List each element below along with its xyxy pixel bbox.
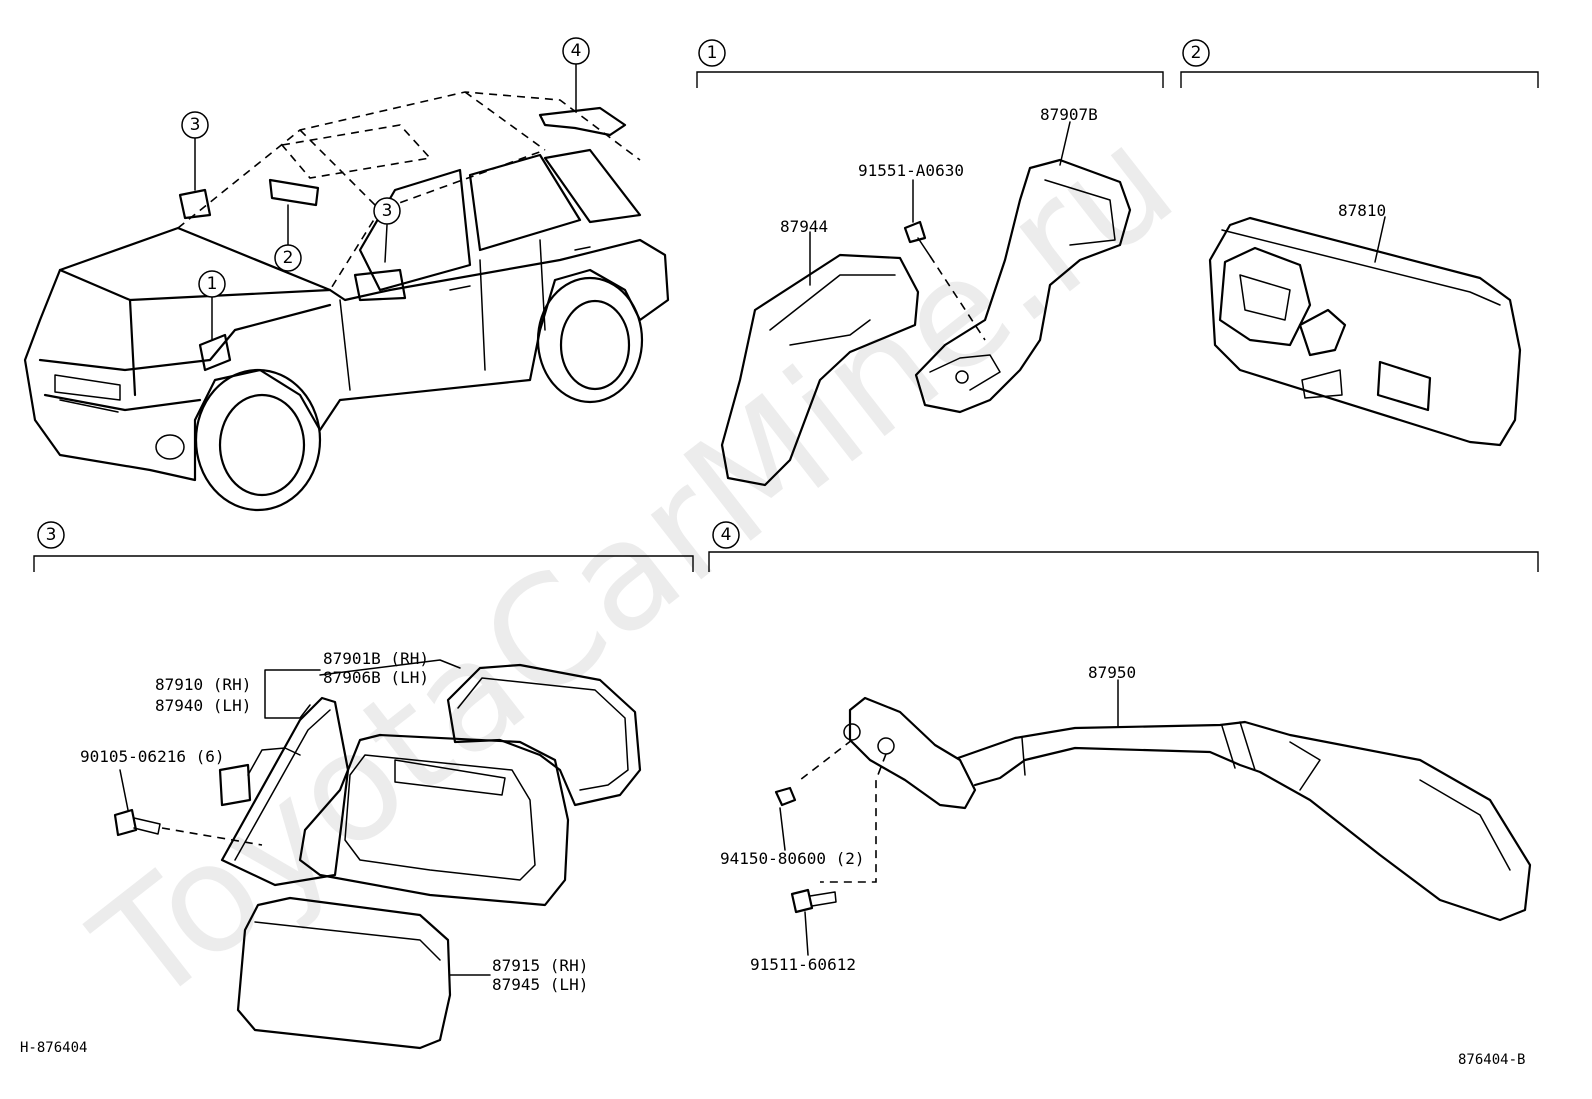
- part-94150-nut: [774, 786, 797, 807]
- label-87910: 87910 (RH): [155, 675, 251, 694]
- vehicle-illustration: [23, 91, 670, 512]
- part-nuts: [843, 723, 895, 755]
- part-90105-bolt: [113, 808, 161, 837]
- svg-text:3: 3: [190, 115, 201, 135]
- label-87810: 87810: [1338, 201, 1386, 220]
- label-87907B: 87907B: [1040, 105, 1098, 124]
- diagram-id-right: 876404-B: [1458, 1052, 1525, 1068]
- part-87906B-mirror-glass: [446, 663, 642, 807]
- part-87901B-mirror-housing: [298, 733, 570, 907]
- svg-text:1: 1: [207, 274, 218, 294]
- part-87950-mirror-assembly: [848, 696, 1532, 922]
- callout-3-a: 3: [181, 111, 209, 139]
- section-2-header: 2: [1180, 39, 1539, 88]
- label-87901B: 87901B (RH): [323, 649, 429, 668]
- label-87950: 87950: [1088, 663, 1136, 682]
- label-91551-A0630: 91551-A0630: [858, 161, 964, 180]
- part-91551-screw: [903, 220, 931, 257]
- label-90105: 90105-06216 (6): [80, 747, 225, 766]
- part-connector: [218, 747, 301, 807]
- svg-text:1: 1: [707, 43, 718, 63]
- section-3-header: 3: [33, 521, 694, 572]
- callout-1: 1: [198, 270, 226, 298]
- svg-text:4: 4: [571, 41, 582, 61]
- label-87944: 87944: [780, 217, 828, 236]
- svg-text:2: 2: [283, 248, 294, 268]
- label-87915: 87915 (RH): [492, 956, 588, 975]
- label-91511: 91511-60612: [750, 955, 856, 974]
- section-1-header: 1: [696, 39, 1164, 88]
- part-87915-mirror-cover: [236, 896, 452, 1050]
- part-87944-cover: [720, 253, 920, 487]
- label-87940: 87940 (LH): [155, 696, 251, 715]
- callout-3-b: 3: [373, 197, 401, 225]
- svg-text:3: 3: [382, 201, 393, 221]
- part-87810-inner-mirror: [1208, 216, 1522, 447]
- callout-4: 4: [562, 37, 590, 65]
- svg-text:2: 2: [1191, 43, 1202, 63]
- part-91511-bolt: [790, 888, 837, 914]
- svg-text:3: 3: [46, 525, 57, 545]
- diagram-id-left: H-876404: [20, 1040, 87, 1056]
- label-87945: 87945 (LH): [492, 975, 588, 994]
- section-4-header: 4: [708, 521, 1539, 572]
- label-94150: 94150-80600 (2): [720, 849, 865, 868]
- label-87906B: 87906B (LH): [323, 668, 429, 687]
- svg-text:4: 4: [721, 525, 732, 545]
- watermark: ToyotaCarMine.ru: [64, 94, 1205, 1038]
- callout-2: 2: [274, 244, 302, 272]
- part-87907B-mirror-base: [914, 158, 1132, 414]
